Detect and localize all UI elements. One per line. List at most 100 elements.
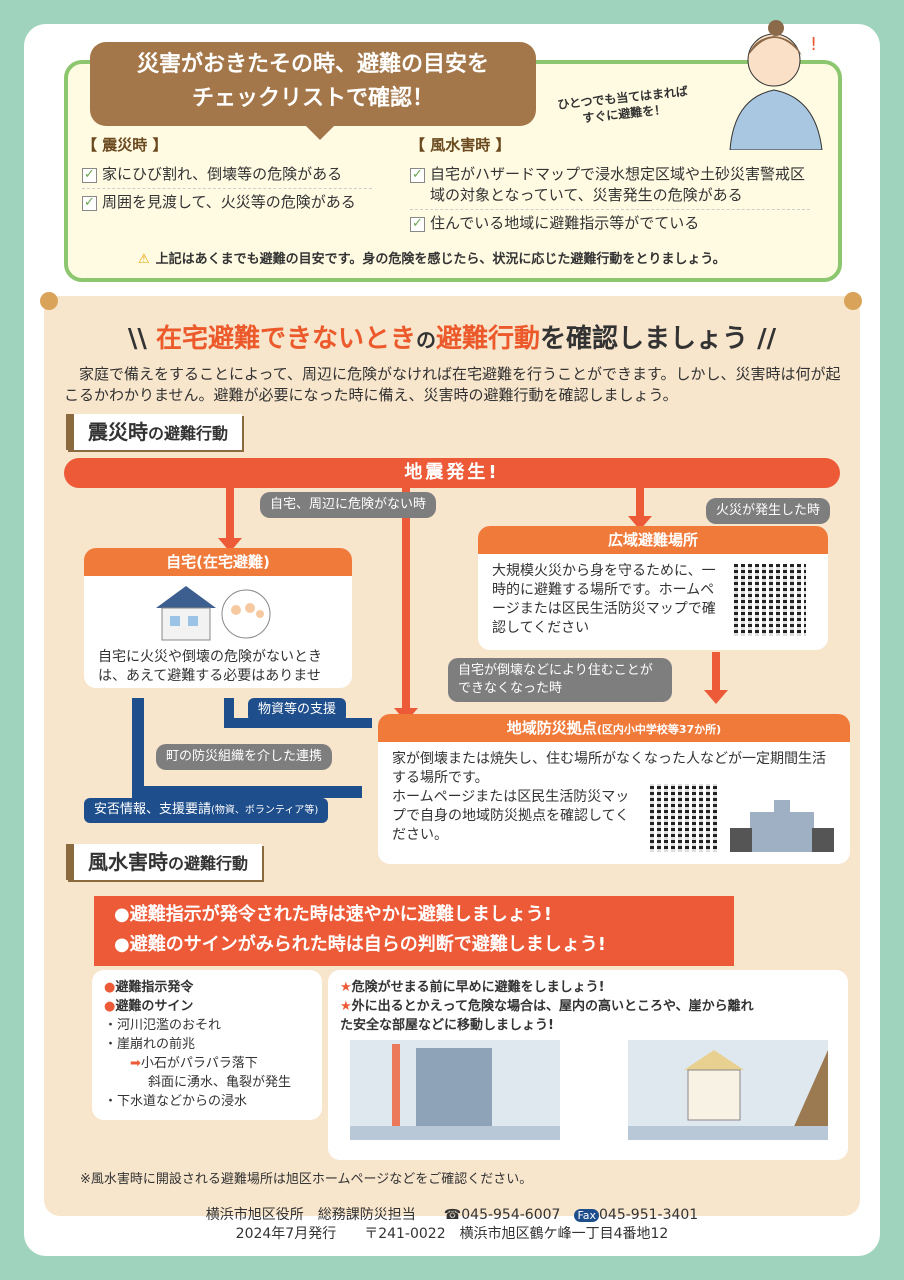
fax-number: 045-951-3401 <box>599 1207 699 1223</box>
checkbox-icon <box>410 213 425 234</box>
qr-code-icon[interactable] <box>650 784 718 852</box>
evacuation-signs-card: ●避難指示発令 ●避難のサイン ・河川氾濫のおそれ ・崖崩れの前兆 ➡小石がパラ… <box>92 970 322 1120</box>
office-name: 横浜市旭区役所 総務課防災担当 <box>205 1207 416 1223</box>
title-mid: の <box>415 328 436 352</box>
checklist-title: 災害がおきたその時、避難の目安を チェックリストで確認！ <box>90 42 536 140</box>
checklist-title-line1: 災害がおきたその時、避難の目安を <box>136 52 489 77</box>
advice-line: ★危険がせまる前に早めに避難をしましょう! <box>340 978 836 997</box>
local-title: 地域防災拠点 <box>506 719 597 737</box>
heading-main: 風水害時 <box>88 850 168 874</box>
checklist-box: 災害がおきたその時、避難の目安を チェックリストで確認！ ひとつでも当てはまれば… <box>64 20 842 282</box>
advice-line: ★外に出るとかえって危険な場合は、屋内の高いところや、崖から離れた安全な部屋など… <box>340 997 760 1035</box>
heading-suffix: の避難行動 <box>168 854 249 873</box>
checkbox-icon <box>82 192 97 213</box>
heading-main: 震災時 <box>88 420 148 444</box>
thinking-girl-illustration: ! <box>729 20 823 150</box>
local-base-card: 地域防災拠点(区内小中学校等37か所) 家が倒壊または焼失し、住む場所がなくなっ… <box>378 714 850 864</box>
dot-icon: ● <box>104 999 116 1014</box>
heading-suffix: の避難行動 <box>148 424 229 443</box>
home-card-text: 自宅に火災や倒壊の危険がないときは、あえて避難する必要はありません。 <box>98 649 322 688</box>
sub-item-line: ➡小石がパラパラ落下 <box>104 1054 310 1073</box>
arrow-down-icon <box>704 652 728 704</box>
support-label: 物資等の支援 <box>248 698 347 722</box>
title-red2: 避難行動 <box>435 324 540 354</box>
flood-check-item[interactable]: 自宅がハザードマップで浸水想定区域や土砂災害警戒区域の対象となっていて、災害発生… <box>410 161 810 210</box>
tel-number: 045-954-6007 <box>461 1207 561 1223</box>
speech-bubble: ひとつでも当てはまれば すぐに避難を！ <box>557 83 691 129</box>
flood-banner: ●避難指示が発令された時は速やかに避難しましょう! ●避難のサインがみられた時は… <box>94 896 734 966</box>
local-title-small: (区内小中学校等37か所) <box>596 723 722 736</box>
arrow-down-icon <box>218 488 242 552</box>
wide-area-card: 広域避難場所 大規模火災から身を守るために、一時的に避難する場所です。ホームペー… <box>478 526 828 650</box>
quake-check-item[interactable]: 周囲を見渡して、火災等の危険がある <box>82 189 372 216</box>
checkbox-icon <box>82 164 97 185</box>
slash-right: // <box>748 324 777 354</box>
earthquake-bar: 地震発生! <box>64 458 840 488</box>
safety-small: (物資、ボランティア等) <box>211 805 319 816</box>
star-icon: ★ <box>340 980 352 995</box>
navy-arrow <box>132 698 144 798</box>
qr-code-icon[interactable] <box>734 564 806 636</box>
local-base-text2: ホームページまたは区民生活防災マップで自身の地域防災拠点を確認してください。 <box>392 789 630 843</box>
home-card-title: 自宅(在宅避難) <box>84 548 352 576</box>
flood-checklist: 【 風水害時 】 自宅がハザードマップで浸水想定区域や土砂災害警戒区域の対象とな… <box>410 134 810 237</box>
issue-date: 2024年7月発行 <box>235 1226 337 1242</box>
sign-item-last: ・下水道などからの浸水 <box>104 1094 248 1109</box>
footer-line2: 2024年7月発行 〒241-0022 横浜市旭区鶴ケ峰一丁目4番地12 <box>0 1225 904 1244</box>
quake-section-heading: 震災時の避難行動 <box>66 414 243 450</box>
check-text: 周囲を見渡して、火災等の危険がある <box>102 193 356 211</box>
navy-arrow <box>132 786 362 798</box>
fax-icon: Fax <box>574 1209 600 1222</box>
bubble-fire: 火災が発生した時 <box>706 498 831 524</box>
check-text: 自宅がハザードマップで浸水想定区域や土砂災害警戒区域の対象となっていて、災害発生… <box>430 165 806 204</box>
flood-check-heading: 【 風水害時 】 <box>410 136 511 154</box>
pin-icon <box>844 292 862 310</box>
checkbox-icon <box>410 164 425 185</box>
checklist-note: ⚠上記はあくまでも避難の目安です。身の危険を感じたら、状況に応じた避難行動をとり… <box>138 248 726 267</box>
main-panel: \\ 在宅避難できないときの避難行動を確認しましょう // 家庭で備えをすること… <box>40 292 862 1216</box>
advice-text: 外に出るとかえって危険な場合は、屋内の高いところや、崖から離れた安全な部屋などに… <box>340 999 754 1033</box>
flood-section-heading: 風水害時の避難行動 <box>66 844 263 880</box>
house-cliff-illustration <box>628 1040 828 1140</box>
arrow-down-icon <box>628 488 652 530</box>
navy-arrow <box>224 718 372 728</box>
order-line: ●避難指示発令 <box>104 978 310 997</box>
bubble-collapse: 自宅が倒壊などにより住むことができなくなった時 <box>448 658 672 702</box>
star-icon: ★ <box>340 999 352 1014</box>
school-illustration <box>730 800 834 852</box>
quake-check-heading: 【 震災時 】 <box>82 136 168 154</box>
navy-arrow <box>224 698 234 728</box>
bubble-safe: 自宅、周辺に危険がない時 <box>260 492 437 518</box>
safety-text: 安否情報、支援要請 <box>94 802 212 817</box>
advice-text: 危険がせまる前に早めに避難をしましょう! <box>351 980 605 995</box>
warning-icon: ⚠ <box>138 252 150 267</box>
phone-icon: ☎ <box>443 1207 462 1223</box>
flood-note: ※風水害時に開設される避難場所は旭区ホームページなどをご確認ください。 <box>80 1172 533 1187</box>
address: 〒241-0022 横浜市旭区鶴ケ峰一丁目4番地12 <box>364 1226 669 1242</box>
checklist-title-line2: チェックリストで確認！ <box>191 86 434 111</box>
quake-check-item[interactable]: 家にひび割れ、倒壊等の危険がある <box>82 161 372 189</box>
flood-check-item[interactable]: 住んでいる地域に避難指示等がでている <box>410 210 810 237</box>
sign-item: ・河川氾濫のおそれ <box>104 1018 222 1033</box>
house-family-illustration <box>156 586 271 641</box>
advice-card: ★危険がせまる前に早めに避難をしましょう! ★外に出るとかえって危険な場合は、屋… <box>328 970 848 1160</box>
local-base-text1: 家が倒壊または焼失し、住む場所がなくなった人などが一定期間生活する場所です。 <box>392 751 826 786</box>
title-red: 在宅避難できないとき <box>155 324 416 354</box>
pin-icon <box>40 292 58 310</box>
banner-line1: ●避難指示が発令された時は速やかに避難しましょう! <box>114 904 552 925</box>
safety-label: 安否情報、支援要請(物資、ボランティア等) <box>84 798 329 823</box>
local-base-card-title: 地域防災拠点(区内小中学校等37か所) <box>378 714 850 742</box>
sign-line: ●避難のサイン <box>104 997 310 1016</box>
quake-checklist: 【 震災時 】 家にひび割れ、倒壊等の危険がある 周囲を見渡して、火災等の危険が… <box>82 134 372 216</box>
sub-item: 斜面に湧水、亀裂が発生 <box>148 1075 292 1090</box>
arrow-down-icon <box>394 488 418 722</box>
title-end: を確認しましょう <box>540 324 749 354</box>
check-text: 住んでいる地域に避難指示等がでている <box>430 214 700 232</box>
link-bubble: 町の防災組織を介した連携 <box>156 744 333 770</box>
wide-area-card-text: 大規模火災から身を守るために、一時的に避難する場所です。ホームページまたは区民生… <box>492 563 716 636</box>
banner-line2: ●避難のサインがみられた時は自らの判断で避難しましょう! <box>114 934 606 955</box>
arrow-right-icon: ➡ <box>130 1056 141 1071</box>
sub-item: 小石がパラパラ落下 <box>140 1056 258 1071</box>
